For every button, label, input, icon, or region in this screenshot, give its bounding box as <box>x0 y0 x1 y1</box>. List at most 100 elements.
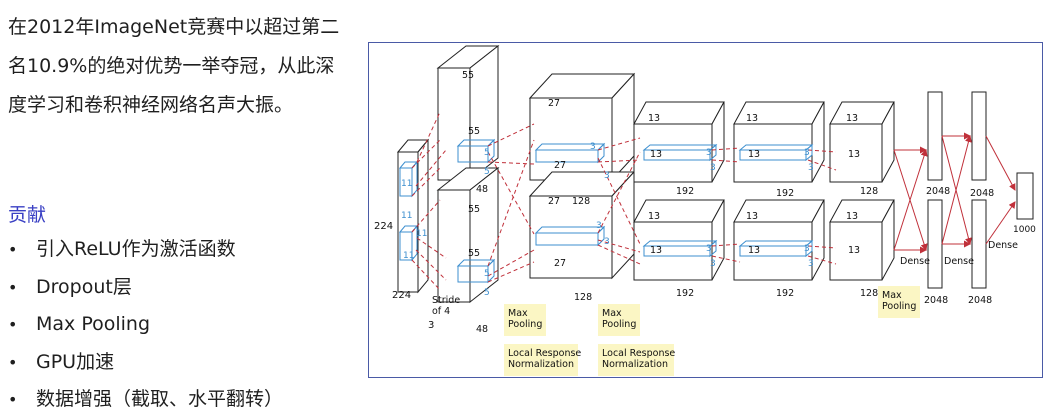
conv1-size-label: 55 <box>468 204 480 215</box>
conv5-bottom <box>829 199 895 281</box>
kernel-label: 11 <box>401 211 412 221</box>
kernel-label: 3 <box>604 171 610 181</box>
bullet-icon: • <box>8 352 18 372</box>
conv3-size-label: 13 <box>648 113 660 124</box>
connection-lines <box>411 111 1016 291</box>
conv2-size-label: 27 <box>554 258 566 269</box>
dashed-connection <box>487 139 535 267</box>
conv3-top <box>633 101 725 183</box>
dashed-connection <box>487 123 535 147</box>
list-item: •GPU加速 <box>8 344 283 382</box>
kernel-label: 11 <box>416 229 427 239</box>
bullet-icon: • <box>8 277 18 297</box>
fc6-size-label: 2048 <box>926 186 950 197</box>
conv5-top <box>829 101 895 183</box>
kernel-label: 3 <box>808 163 814 173</box>
conv5-size-label: 13 <box>848 149 860 160</box>
kernel-label: 3 <box>710 259 716 269</box>
conv1-size-label: 55 <box>462 70 474 81</box>
fc7-size-label: 2048 <box>970 188 994 199</box>
conv5-depth-label: 128 <box>860 288 878 299</box>
input-width-label: 224 <box>392 290 411 301</box>
conv2-bottom <box>528 170 636 280</box>
conv4-size-label: 13 <box>748 149 760 160</box>
conv4-bottom <box>733 199 825 281</box>
section-title: 贡献 <box>8 204 47 226</box>
dashed-connection <box>487 151 535 235</box>
dashed-connection <box>807 245 837 249</box>
conv4-size-label: 13 <box>746 113 758 124</box>
dashed-connection <box>487 249 535 277</box>
dashed-connection <box>711 255 741 263</box>
kernel-label: 3 <box>604 237 610 247</box>
conv3-kernel <box>642 239 718 258</box>
list-item-text: 引入ReLU作为激活函数 <box>36 238 236 260</box>
kernel-label: 11 <box>403 251 414 261</box>
bullet-icon: • <box>8 315 18 334</box>
max-pooling-note-bg <box>878 286 920 318</box>
bullet-icon: • <box>8 240 18 259</box>
conv3-size-label: 13 <box>650 149 662 160</box>
dashed-connection <box>487 261 535 283</box>
conv5-size-label: 13 <box>848 245 860 256</box>
conv4-top <box>733 101 825 183</box>
list-item: •数据增强（截取、水平翻转） <box>8 381 283 419</box>
conv4-kernel <box>738 239 814 258</box>
kernel-label: 5 <box>484 269 490 279</box>
kernel-label: 5 <box>484 148 490 158</box>
conv1-size-label: 55 <box>468 248 480 259</box>
conv1-depth-label: 48 <box>476 324 488 335</box>
conv3-size-label: 13 <box>648 211 660 222</box>
dense-connection <box>941 135 972 245</box>
list-item: • 引入ReLU作为激活函数 <box>8 231 283 269</box>
layer-boxes <box>396 44 1034 304</box>
conv2-top <box>528 72 636 182</box>
input-depth-label: 3 <box>428 320 434 331</box>
fc6-bottom <box>927 199 943 289</box>
conv4-size-label: 13 <box>746 211 758 222</box>
dense-connection <box>893 149 928 251</box>
kernel-label: 5 <box>484 167 490 177</box>
fc8-size-label: 1000 <box>1013 225 1036 235</box>
conv3-size-label: 13 <box>650 245 662 256</box>
conv5-size-label: 13 <box>846 211 858 222</box>
conv4-size-label: 13 <box>748 245 760 256</box>
conv2-depth-label: 128 <box>572 196 590 207</box>
list-item-text: Max Pooling <box>36 313 151 335</box>
conv3-depth-label: 192 <box>676 288 694 299</box>
contribution-list: •引入ReLU作为激活函数 •Dropout层 •Max Pooling •GP… <box>8 231 283 419</box>
kernel-label: 3 <box>710 163 716 173</box>
dashed-connection <box>416 237 447 259</box>
dashed-connection <box>711 159 741 163</box>
intro-paragraph: 在2012年ImageNet竞赛中以超过第二名10.9%的绝对优势一举夺冠，从此… <box>8 16 340 116</box>
conv4-kernel <box>738 143 814 162</box>
dashed-connection <box>807 255 837 265</box>
fc8-output <box>1016 172 1034 220</box>
dashed-connection <box>597 137 641 151</box>
dashed-connection <box>411 199 441 233</box>
conv2-size-label: 27 <box>548 98 560 109</box>
list-item: • Max Pooling <box>8 306 283 344</box>
fc7-size-label: 2048 <box>968 295 992 306</box>
input-height-label: 224 <box>374 221 393 232</box>
conv5-size-label: 13 <box>846 113 858 124</box>
dashed-connection <box>416 111 441 163</box>
fc7-bottom <box>971 199 987 289</box>
dashed-connection <box>711 147 741 151</box>
conv4-depth-label: 192 <box>776 188 794 199</box>
dashed-connection <box>487 161 535 165</box>
fc6-top <box>927 91 943 181</box>
max-pooling-note-bg <box>598 304 640 336</box>
conv1-bottom <box>436 166 500 304</box>
kernel-label: 3 <box>804 244 810 254</box>
kernel-label: 3 <box>804 148 810 158</box>
fc7-top <box>971 91 987 181</box>
conv1-depth-label: 48 <box>476 184 488 195</box>
dashed-connection <box>597 239 641 253</box>
